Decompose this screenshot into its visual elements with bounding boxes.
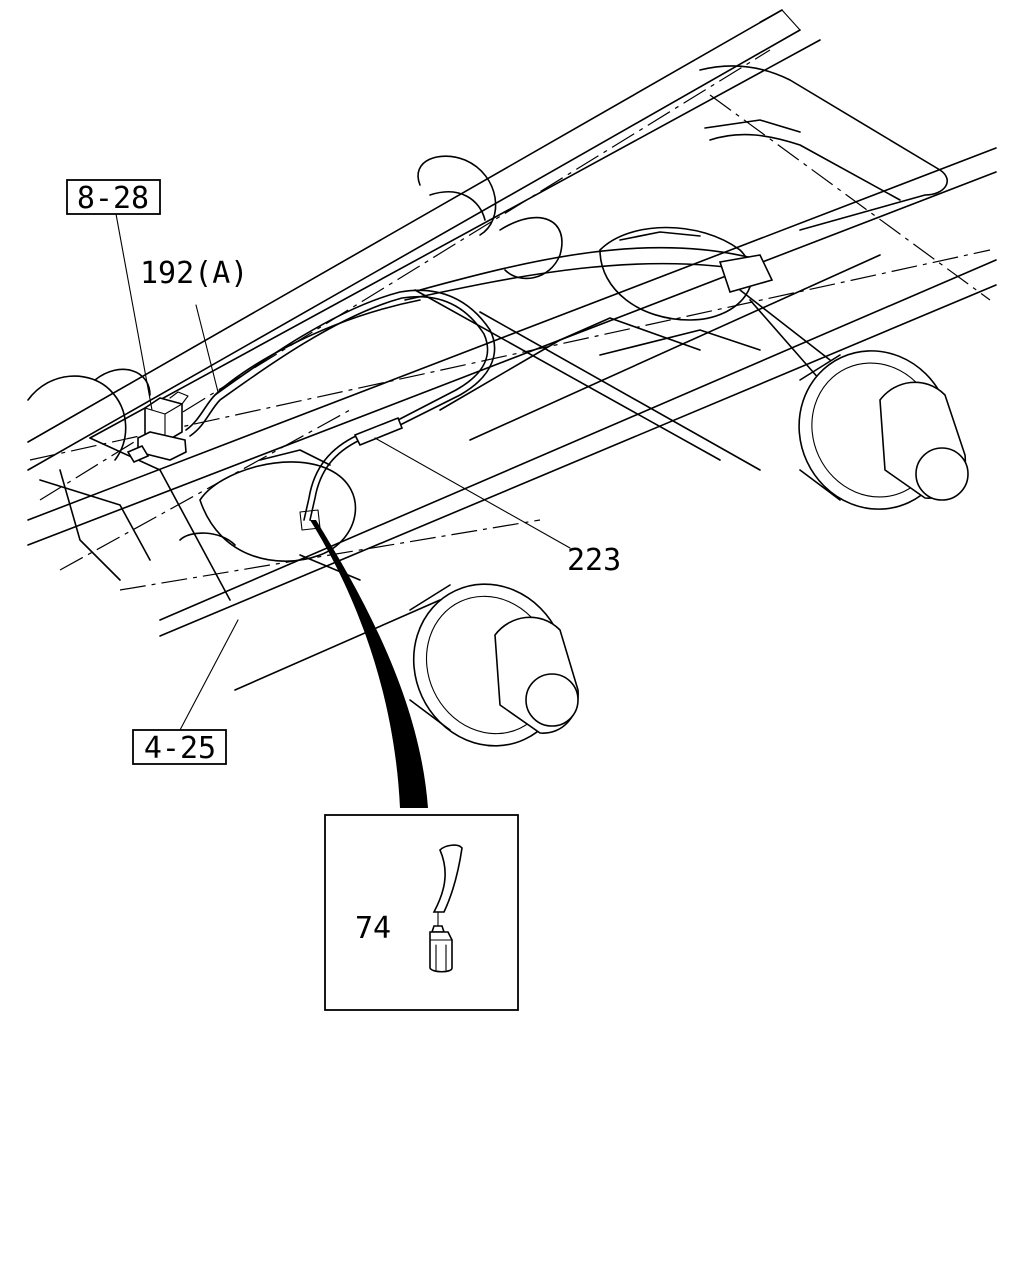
callout-223[interactable]: 223: [567, 543, 621, 578]
callout-74[interactable]: 74: [355, 911, 391, 946]
wheel-hub-rear: [798, 350, 969, 510]
detail-view-pointer: [310, 520, 428, 808]
wheel-hub-front: [409, 583, 579, 747]
callout-8-28-label: 8-28: [77, 181, 149, 216]
callout-192a[interactable]: 192(A): [140, 256, 248, 291]
solenoid-valve: [126, 391, 189, 464]
rear-axle: [417, 155, 831, 381]
callout-8-28[interactable]: 8-28: [66, 179, 161, 216]
front-axle: [27, 368, 361, 581]
callout-4-25-label: 4-25: [144, 731, 216, 766]
chassis-frame: [27, 9, 997, 691]
callout-4-25[interactable]: 4-25: [132, 729, 227, 766]
air-pipes: [185, 246, 774, 531]
detail-inset: [324, 814, 519, 1011]
